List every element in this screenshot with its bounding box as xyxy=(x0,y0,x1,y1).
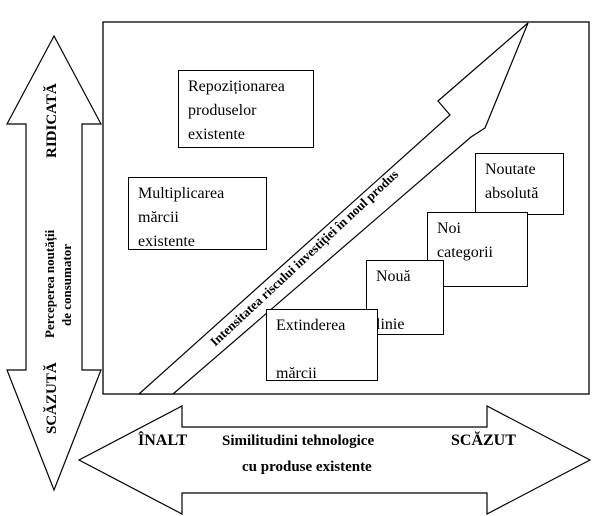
vertical-bottom-label: SCĂZUTĂ xyxy=(44,362,60,434)
box-new-categories-text: Noi categorii xyxy=(437,220,493,261)
box-repositioning: Repoziționarea produselor existente xyxy=(178,70,314,148)
box-absolute-novelty: Noutate absolută xyxy=(475,153,564,215)
box-brand-multiplication: Multiplicarea mărcii existente xyxy=(128,177,267,250)
box-new-line: Nouă linie xyxy=(366,260,444,335)
vertical-axis-title-line2: de consumator xyxy=(59,244,74,326)
vertical-top-label: RIDICATĂ xyxy=(44,83,60,158)
box-brand-extension: Extinderea mărcii xyxy=(266,309,378,382)
box-brand-extension-text: Extinderea mărcii xyxy=(276,317,346,382)
box-absolute-novelty-text: Noutate absolută xyxy=(485,161,539,202)
box-brand-multiplication-text: Multiplicarea mărcii existente xyxy=(138,185,225,250)
box-repositioning-text: Repoziționarea produselor existente xyxy=(188,78,285,143)
horizontal-axis-title-line1: Similitudini tehnologice xyxy=(222,433,375,449)
horizontal-right-label: SCĂZUT xyxy=(451,432,516,449)
vertical-double-arrow xyxy=(5,34,103,492)
horizontal-axis-title-line2: cu produse existente xyxy=(242,459,372,475)
horizontal-double-arrow xyxy=(77,405,592,515)
box-new-line-text: Nouă linie xyxy=(376,268,411,333)
diagonal-risk-arrow xyxy=(137,22,529,395)
horizontal-left-label: ÎNALT xyxy=(138,432,188,449)
vertical-axis-title-line1: Perceperea noutății xyxy=(42,229,57,338)
